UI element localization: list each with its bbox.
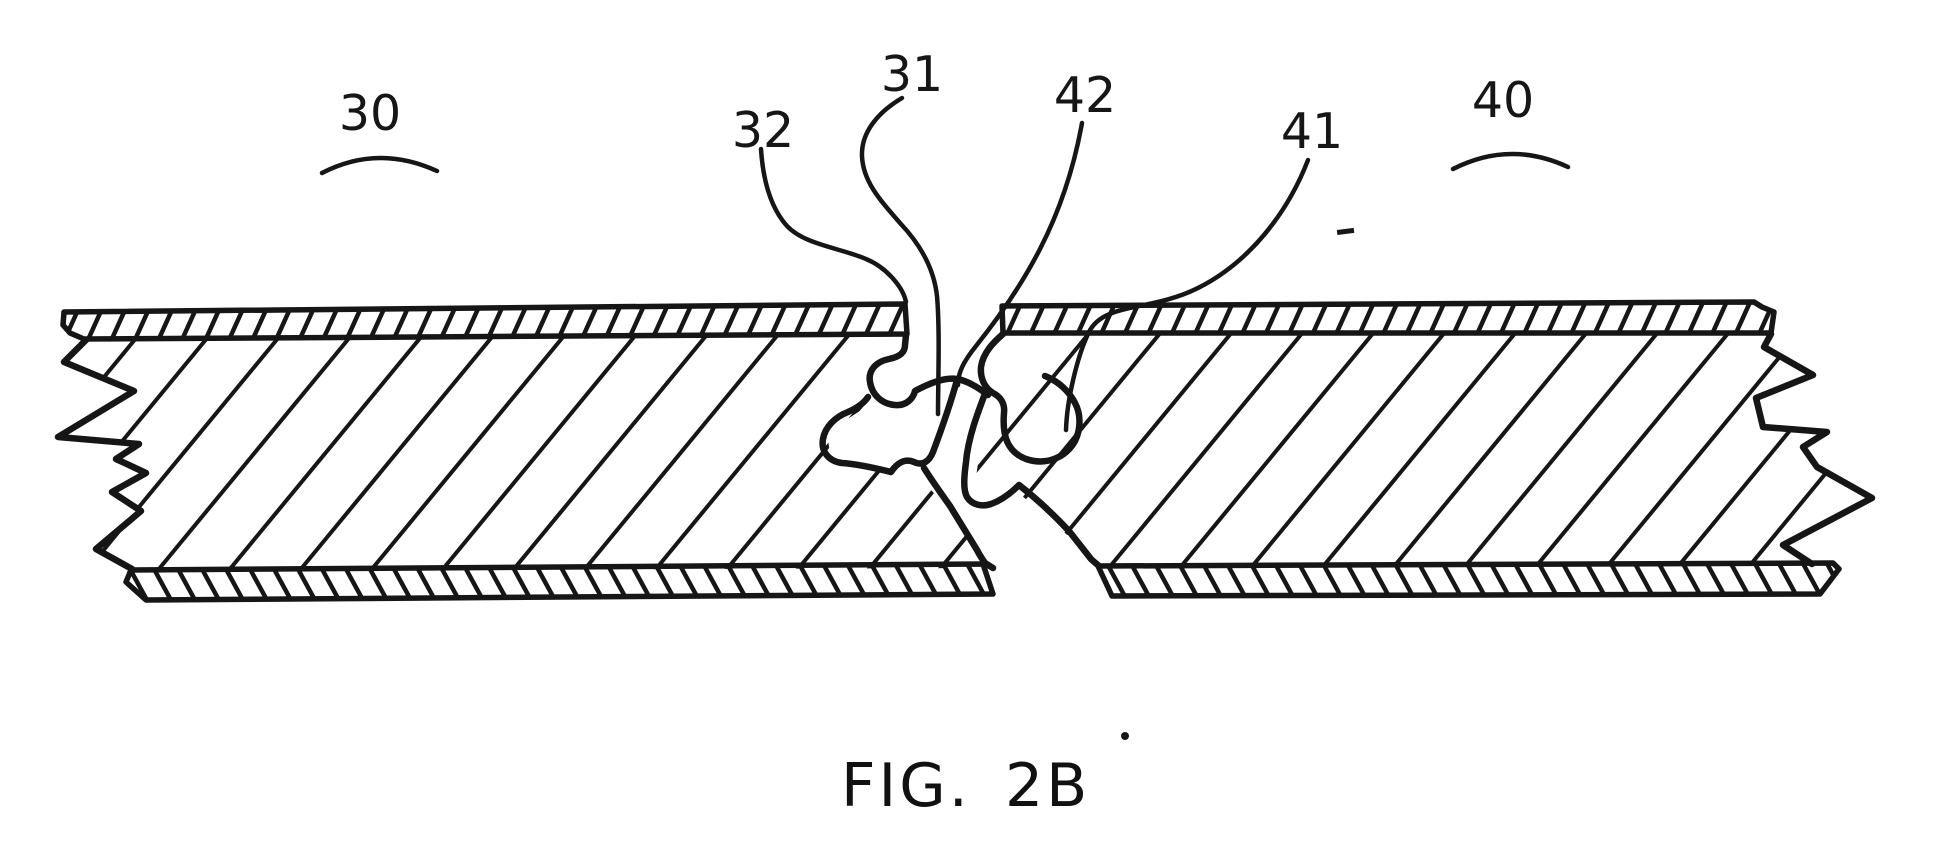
label-40: 40 bbox=[1472, 72, 1534, 129]
left-panel-core-hatching bbox=[58, 333, 990, 571]
right-panel-tongue-hook-profile bbox=[977, 330, 1083, 465]
figure-caption-prefix: FIG. bbox=[841, 751, 971, 821]
reference-leaders bbox=[319, 95, 1571, 433]
scan-artifact-dot bbox=[1121, 732, 1129, 740]
scan-artifact-dash bbox=[1336, 227, 1355, 235]
label-31: 31 bbox=[881, 46, 943, 103]
left-panel-bottom-layer bbox=[123, 561, 996, 603]
figure-caption: FIG. 2B bbox=[841, 751, 1090, 821]
right-panel-break-edge bbox=[1752, 330, 1876, 568]
leader-line-31 bbox=[859, 95, 941, 417]
leader-line-32 bbox=[758, 146, 909, 305]
left-panel-groove-profile bbox=[819, 376, 961, 476]
right-panel-core-hatching bbox=[975, 333, 1872, 566]
reference-numerals: 30 32 31 42 41 40 bbox=[339, 46, 1534, 160]
figure-caption-number: 2B bbox=[1005, 751, 1090, 821]
right-panel-outline bbox=[961, 299, 1876, 599]
right-panel-bottom-layer bbox=[1095, 560, 1842, 599]
left-panel-break-edge bbox=[54, 336, 150, 573]
label-42: 42 bbox=[1054, 67, 1116, 124]
label-41: 41 bbox=[1281, 103, 1343, 160]
left-panel-foot-profile bbox=[920, 464, 997, 572]
label-30: 30 bbox=[339, 85, 401, 142]
label-32: 32 bbox=[732, 102, 794, 159]
leader-line-42 bbox=[955, 120, 1085, 388]
brace-arc-40 bbox=[1450, 151, 1571, 172]
left-panel-upper-lip-profile bbox=[866, 331, 992, 409]
leader-line-41 bbox=[1063, 157, 1311, 433]
right-panel-nose-foot-profile bbox=[961, 387, 1103, 570]
brace-arc-30 bbox=[319, 155, 440, 176]
